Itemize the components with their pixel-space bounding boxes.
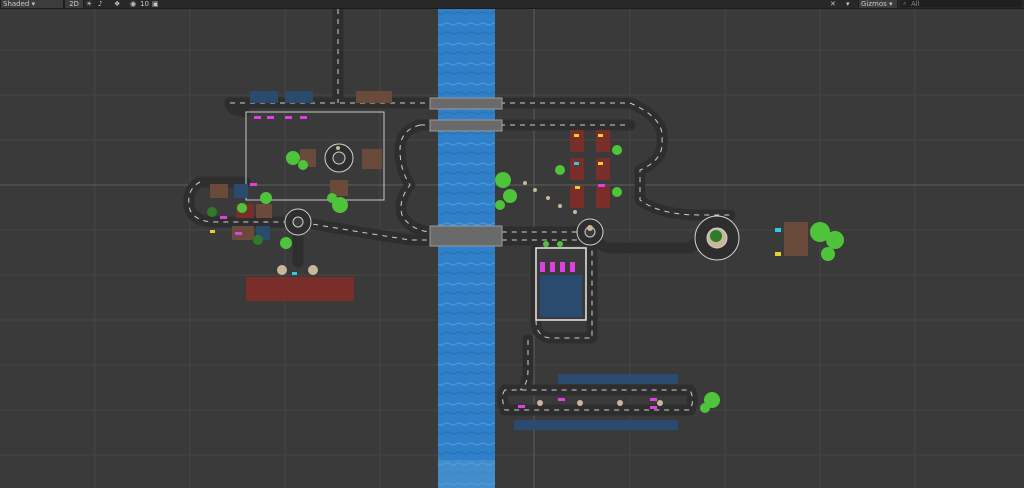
vehicle-markers [210, 116, 781, 409]
mode-2d-toggle[interactable]: 2D [64, 0, 84, 8]
camera-icon[interactable]: ▣ [152, 0, 159, 8]
search-placeholder: All [911, 0, 920, 8]
search-input[interactable]: ⌕ All [900, 0, 1022, 8]
mode-2d-label: 2D [69, 0, 79, 8]
tools-dropdown-icon[interactable]: ▾ [846, 0, 850, 8]
chevron-down-icon: ▾ [889, 0, 893, 8]
chevron-down-icon: ▾ [31, 0, 36, 8]
scene-visibility-count: 10 [140, 0, 149, 8]
vegetation [207, 145, 844, 413]
bridge [429, 97, 503, 247]
scene-axes [0, 9, 1024, 488]
gizmos-label: Gizmos [861, 0, 887, 8]
selection-bounds [245, 111, 385, 201]
rock-props [277, 146, 663, 406]
gizmos-dropdown[interactable]: Gizmos ▾ [858, 0, 898, 8]
effects-icon[interactable]: ❖ [114, 0, 121, 8]
eye-icon[interactable]: ◉ [130, 0, 137, 8]
light-icon[interactable]: ☀ [86, 0, 93, 8]
audio-icon[interactable]: ♪ [98, 0, 103, 8]
scene-grid [0, 9, 1024, 488]
scene-toolbar: Shaded ▾ 2D ☀ ♪ ❖ ◉ 10 ▣ ✕ ▾ Gizmos ▾ ⌕ … [0, 0, 1024, 9]
shading-mode-dropdown[interactable]: Shaded ▾ [0, 0, 64, 8]
tools-icon[interactable]: ✕ [830, 0, 836, 8]
scene-view[interactable] [0, 9, 1024, 488]
river [438, 9, 495, 488]
shading-mode-label: Shaded [3, 0, 30, 8]
parking-lot [535, 247, 587, 321]
building-group [210, 91, 808, 430]
search-icon: ⌕ [903, 0, 907, 7]
